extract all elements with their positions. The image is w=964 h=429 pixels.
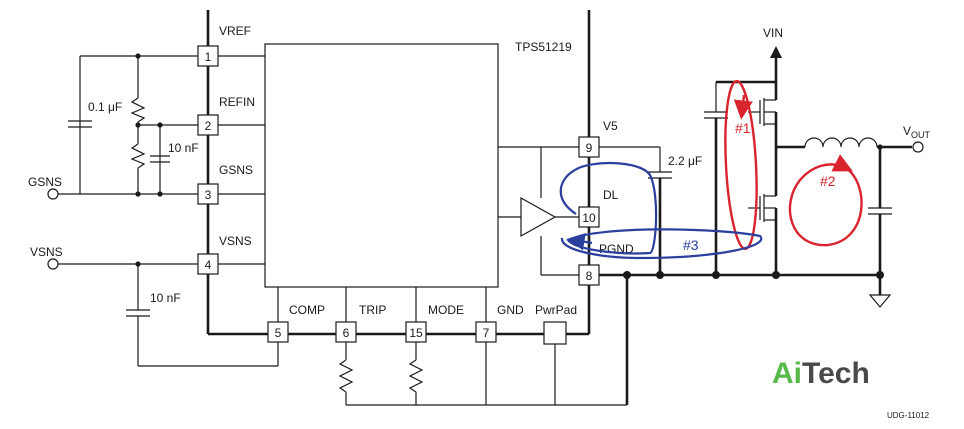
current-loop-1 (724, 79, 758, 251)
label-v5: V5 (603, 119, 618, 133)
refin-lower-resistor (130, 143, 146, 169)
cap-vsns-value: 10 nF (150, 291, 181, 305)
label-refin: REFIN (219, 95, 255, 109)
brand-watermark: AiTech (772, 357, 870, 390)
pin-9-number: 9 (586, 141, 593, 155)
loop-2-label: #2 (820, 173, 836, 189)
pin-15-number: 15 (409, 326, 423, 340)
label-comp: COMP (289, 303, 325, 317)
label-pwrpad: PwrPad (535, 303, 577, 317)
vout-port (912, 141, 924, 153)
loop-3-label: #3 (683, 237, 699, 253)
vsns-port (47, 258, 59, 270)
label-vsns: VSNS (219, 234, 252, 248)
vout-label: VOUT (903, 124, 931, 140)
pin-1-number: 1 (205, 50, 212, 64)
gate-driver-buffer (520, 196, 557, 238)
vin-arrow (770, 46, 782, 58)
label-vref: VREF (219, 24, 251, 38)
label-gnd: GND (497, 303, 524, 317)
label-trip: TRIP (359, 303, 386, 317)
label-mode: MODE (428, 303, 464, 317)
current-loop-2 (788, 154, 863, 247)
pin-2-number: 2 (205, 119, 212, 133)
cap-refin-value: 10 nF (168, 141, 199, 155)
vin-label: VIN (763, 26, 783, 40)
figure-id: UDG-11012 (887, 411, 930, 420)
mode-resistor (408, 359, 424, 393)
pin-10-number: 10 (582, 211, 596, 225)
cap-vref-value: 0.1 μF (88, 100, 122, 114)
pin-6-number: 6 (343, 326, 350, 340)
pin-8-number: 8 (586, 269, 593, 283)
pin-5-number: 5 (275, 326, 282, 340)
refin-upper-resistor (130, 97, 146, 123)
pin-4-number: 4 (205, 258, 212, 272)
output-inductor (804, 137, 878, 148)
gsns-port (47, 188, 59, 200)
label-gsns: GSNS (219, 163, 253, 177)
ground-symbol (868, 294, 892, 308)
current-loop-3 (559, 162, 763, 260)
pin-10 (578, 206, 600, 228)
label-dl: DL (603, 188, 619, 202)
vsns-port-label: VSNS (30, 245, 63, 259)
pin-3-number: 3 (205, 188, 212, 202)
pin-7-number: 7 (483, 326, 490, 340)
pin-pwrpad (543, 321, 567, 345)
trip-resistor (338, 359, 354, 393)
loop-1-label: #1 (735, 120, 751, 136)
ic-name: TPS51219 (515, 40, 572, 54)
cap-v5-value: 2.2 μF (668, 154, 702, 168)
gsns-port-label: GSNS (28, 175, 62, 189)
ic-body (264, 43, 499, 288)
